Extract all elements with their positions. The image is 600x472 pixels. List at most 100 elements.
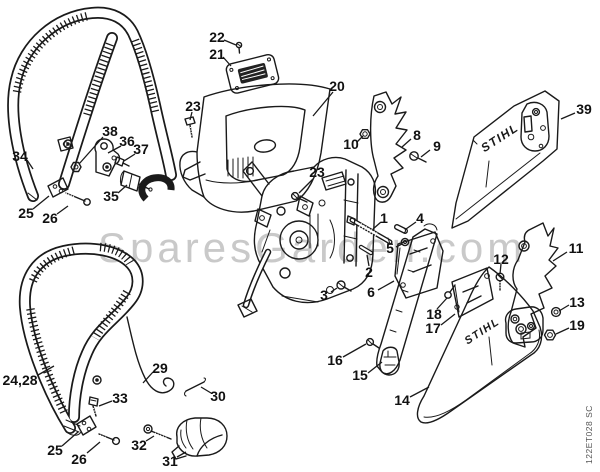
callout-label-1: 1 — [380, 210, 388, 226]
leader-line-3 — [330, 287, 338, 293]
leader-line-1 — [372, 221, 382, 230]
callout-label-15: 15 — [352, 367, 368, 383]
leader-line-12 — [499, 263, 502, 275]
leader-line-4 — [405, 221, 417, 230]
leader-line-24-28 — [37, 365, 55, 376]
plate-screw-22 — [235, 41, 243, 54]
callout-label-23: 23 — [309, 164, 325, 180]
clamp-shell-31 — [171, 417, 228, 460]
leader-line-23 — [298, 178, 314, 194]
callout-label-35: 35 — [103, 188, 119, 204]
screw-33 — [88, 396, 99, 417]
leader-line-29 — [142, 371, 154, 384]
leader-line-13 — [558, 304, 570, 312]
bumper-spike-8 — [369, 91, 408, 203]
callout-label-14: 14 — [394, 392, 410, 408]
screw-16 — [365, 337, 380, 349]
callout-label-4: 4 — [416, 210, 424, 226]
leader-line-19 — [555, 327, 570, 335]
screw-9 — [409, 151, 427, 163]
callout-label-26: 26 — [42, 210, 58, 226]
leader-line-38 — [78, 136, 104, 165]
callout-label-5: 5 — [386, 240, 394, 256]
leader-line-32 — [145, 435, 155, 442]
leader-line-26 — [56, 205, 69, 215]
leader-line-22 — [223, 39, 237, 46]
leader-line-14 — [409, 386, 430, 398]
leader-line-31 — [176, 451, 187, 458]
leader-line-26 — [86, 441, 101, 454]
callout-label-18: 18 — [426, 306, 442, 322]
front-handlebar-34 — [7, 6, 177, 202]
leader-line-6 — [377, 280, 395, 291]
rod-30 — [184, 377, 206, 397]
diagram-code: 122ET028 SC — [584, 405, 594, 464]
fastener-rod-1 — [346, 215, 393, 245]
shroud-screw-23b — [290, 191, 308, 203]
chain-catcher-15 — [379, 346, 400, 376]
callout-label-17: 17 — [425, 320, 441, 336]
washer-13 — [550, 306, 562, 318]
cover-plate-17 — [451, 267, 494, 318]
leader-line-11 — [552, 251, 568, 262]
callout-label-29: 29 — [152, 360, 168, 376]
pin-2 — [358, 244, 374, 256]
leader-line-39 — [560, 112, 576, 120]
callout-label-25: 25 — [18, 205, 34, 221]
throttle-cable-29 — [126, 316, 175, 394]
leader-line-25 — [61, 431, 79, 447]
leader-line-17 — [440, 313, 456, 326]
callout-label-22: 22 — [209, 29, 225, 45]
leader-line-18 — [436, 297, 448, 310]
handlebar-mount-parts — [47, 136, 153, 206]
callout-label-34: 34 — [12, 148, 28, 164]
callout-label-30: 30 — [210, 388, 226, 404]
model-plate-21 — [225, 53, 280, 94]
callout-label-37: 37 — [133, 141, 149, 157]
leader-line-35 — [117, 184, 128, 194]
callout-label-12: 12 — [493, 251, 509, 267]
leader-line-23 — [189, 111, 193, 121]
leader-line-25 — [32, 195, 50, 210]
leader-line-10 — [356, 135, 364, 143]
leader-line-5 — [395, 243, 403, 248]
leader-line-15 — [367, 361, 383, 374]
callout-label-6: 6 — [367, 284, 375, 300]
callout-label-3: 3 — [320, 287, 328, 303]
rear-handlebar-24-28 — [18, 242, 144, 436]
callout-label-13: 13 — [569, 294, 585, 310]
callout-label-19: 19 — [569, 317, 585, 333]
callout-label-25: 25 — [47, 442, 63, 458]
bushing-4 — [394, 224, 408, 234]
shroud-20 — [179, 83, 331, 228]
leader-line-37 — [123, 153, 136, 162]
screw-18 — [444, 284, 456, 299]
brake-band-rail — [376, 223, 438, 375]
callout-label-9: 9 — [433, 138, 441, 154]
callout-label-21: 21 — [209, 46, 225, 62]
nut-19 — [543, 329, 557, 341]
callout-label-26: 26 — [71, 451, 87, 467]
bumper-spike-11 — [507, 222, 559, 348]
leader-line-9 — [420, 149, 431, 158]
screw-3 — [336, 280, 352, 292]
leader-line-2 — [366, 254, 370, 267]
callout-label-31: 31 — [162, 453, 178, 469]
leader-line-34 — [26, 159, 34, 170]
leader-line-36 — [107, 145, 122, 154]
callout-label-11: 11 — [568, 240, 584, 256]
callout-label-20: 20 — [329, 78, 345, 94]
callout-label-16: 16 — [327, 352, 343, 368]
leader-line-33 — [98, 400, 113, 407]
leader-line-21 — [222, 56, 232, 67]
callout-label-2: 2 — [365, 264, 373, 280]
callout-label-33: 33 — [112, 390, 128, 406]
clamp-plate-25 — [76, 415, 97, 436]
callout-label-23: 23 — [185, 98, 201, 114]
leader-line-16 — [342, 343, 367, 358]
leader-line-30 — [200, 386, 212, 394]
nut-10 — [359, 129, 371, 139]
callout-label-8: 8 — [413, 127, 421, 143]
